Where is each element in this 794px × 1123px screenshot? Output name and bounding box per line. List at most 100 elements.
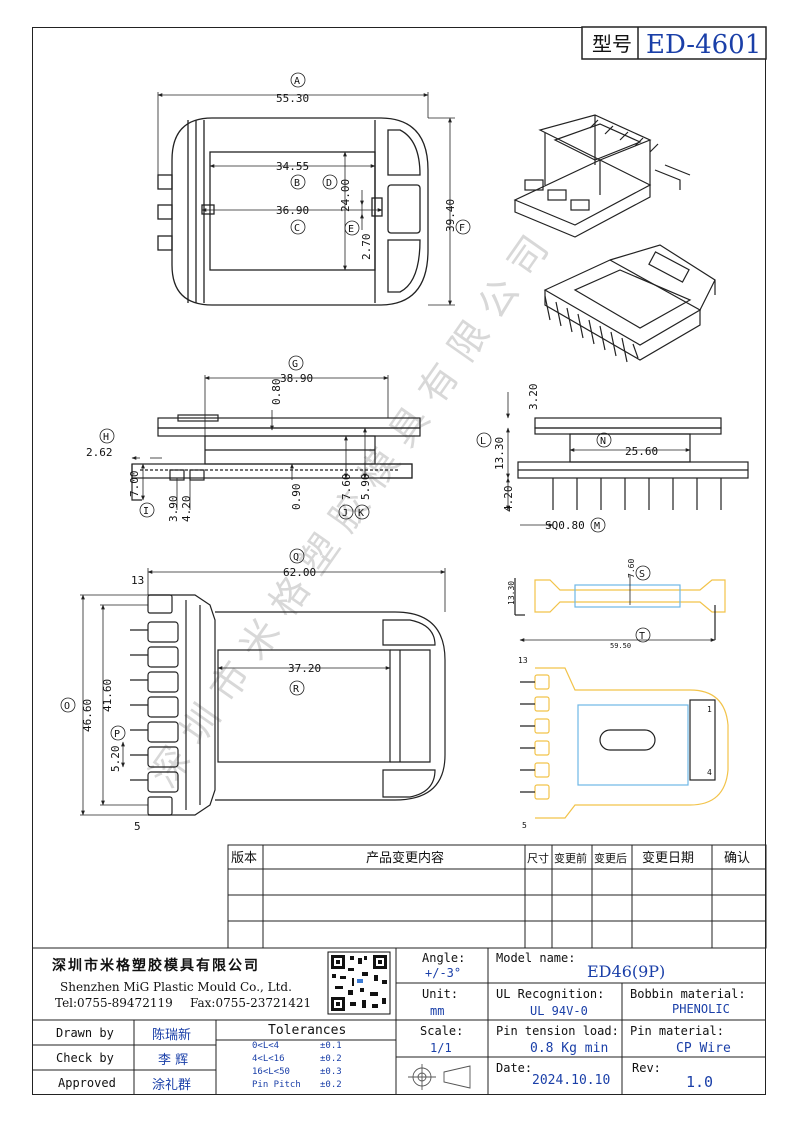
dim-j-letter: J [342, 508, 348, 519]
top-view-dims [157, 92, 455, 306]
model-number: ED-4601 [646, 30, 761, 60]
side-view-dims [506, 392, 691, 527]
front-view [131, 414, 421, 501]
dim-s-value: 7.60 [627, 559, 636, 578]
rev-header-content: 产品变更内容 [366, 850, 444, 866]
rev-value: 1.0 [686, 1073, 714, 1091]
dim-420b-value: 4.20 [502, 486, 515, 513]
dim-h-value: 2.62 [86, 446, 113, 459]
model-number-box: 型号 ED-4601 [581, 26, 767, 60]
dim-l-letter: L [480, 436, 486, 447]
front-view-dims [131, 375, 389, 510]
rev-header-before: 变更前 [554, 851, 587, 865]
dim-f-letter: F [459, 223, 465, 234]
iso-view-top [513, 114, 691, 238]
rev-header-date: 变更日期 [642, 850, 694, 866]
dim-sx-value: 13.30 [507, 581, 516, 605]
dim-d-letter: D [326, 178, 332, 189]
dim-l-value: 13.30 [493, 437, 506, 470]
tol-range-2: 4<L<16 [252, 1054, 285, 1064]
dim-m-value: SQ0.80 [545, 519, 585, 532]
rev-header-after: 变更后 [594, 851, 627, 865]
title-block-grid [32, 947, 766, 1095]
date-value: 2024.10.10 [532, 1073, 611, 1088]
tol-value-1: ±0.1 [320, 1041, 342, 1051]
dim-e-letter: E [348, 224, 354, 235]
dim-g2-value: 0.80 [270, 379, 283, 406]
dim-p-letter: P [114, 729, 120, 740]
dim-c-letter: C [294, 223, 300, 234]
approved-label: Approved [58, 1076, 116, 1090]
dim-i-letter: I [143, 506, 149, 517]
qr-code [327, 951, 391, 1015]
dim-m-letter: M [594, 521, 600, 532]
dim-c-value: 36.90 [276, 204, 309, 217]
angle-label: Angle: [422, 951, 466, 965]
rev-header-size: 尺寸 [527, 851, 549, 865]
company-name-cn: 深圳市米格塑胶模具有限公司 [52, 958, 260, 974]
company-tel: Tel:0755-89472119 [55, 996, 173, 1010]
unit-label: Unit: [422, 987, 459, 1001]
dim-a-value: 55.30 [276, 92, 309, 105]
rev-header-confirm: 确认 [724, 851, 750, 866]
dim-k-value: 5.90 [359, 474, 372, 501]
dim-o-letter: O [64, 701, 70, 712]
dim-320-value: 3.20 [527, 384, 540, 411]
dim-a-letter: A [294, 76, 300, 87]
drawing-frame [32, 27, 766, 1095]
dim-j-value: 7.60 [340, 474, 353, 501]
pin-label-4-small: 4 [707, 768, 712, 777]
scale-label: Scale: [420, 1024, 464, 1038]
check-by-name: 李 辉 [158, 1053, 189, 1068]
pin-material-label: Pin material: [630, 1024, 724, 1038]
model-name-label: Model name: [496, 951, 576, 965]
dim-q-letter: Q [293, 552, 299, 563]
dim-g-letter: G [292, 359, 298, 370]
dim-520-value: 5.20 [109, 746, 122, 773]
revision-table-grid [227, 844, 767, 949]
side-view [517, 417, 749, 510]
check-by-label: Check by [56, 1051, 114, 1065]
date-label: Date: [496, 1061, 533, 1075]
dim-n-letter: N [600, 436, 606, 447]
company-name-en: Shenzhen MiG Plastic Mould Co., Ltd. [60, 980, 292, 994]
dim-h-letter: H [103, 432, 109, 443]
pin-tension-value: 0.8 Kg min [530, 1041, 609, 1056]
drawn-by-name: 陈瑞新 [152, 1028, 192, 1043]
bobbin-value: PHENOLIC [672, 1002, 730, 1016]
model-label: 型号 [592, 32, 632, 56]
unit-value: mm [430, 1004, 445, 1018]
pin-label-13: 13 [131, 574, 144, 587]
dim-t-letter: T [639, 631, 645, 642]
pin-label-13-small: 13 [518, 656, 528, 665]
projection-symbol-icon [408, 1064, 471, 1090]
tol-range-4: Pin Pitch [252, 1080, 301, 1090]
dim-n-value: 25.60 [625, 445, 658, 458]
dim-f-value: 39.40 [444, 199, 457, 232]
drawn-by-label: Drawn by [56, 1026, 114, 1040]
rev-label: Rev: [632, 1061, 661, 1075]
tol-range-1: 0<L<4 [252, 1041, 280, 1051]
dim-q-value: 62.00 [283, 566, 316, 579]
ul-value: UL 94V-0 [530, 1004, 588, 1018]
dim-d-value: 24.00 [339, 179, 352, 212]
pin-label-5-small: 5 [522, 821, 527, 830]
dim-090-value: 0.90 [290, 484, 303, 511]
dim-s-letter: S [639, 569, 645, 580]
tol-value-4: ±0.2 [320, 1080, 342, 1090]
dim-k-letter: K [358, 508, 364, 519]
dim-b-letter: B [294, 178, 300, 189]
dim-o-value: 46.60 [81, 699, 94, 732]
rev-header-version: 版本 [231, 851, 257, 866]
bottom-view [130, 594, 446, 816]
iso-view-bottom [543, 244, 716, 363]
angle-value: +/-3° [425, 966, 462, 980]
dim-i-value: 7.00 [128, 471, 141, 498]
dim-p-value: 41.60 [101, 679, 114, 712]
colored-side-view [514, 575, 726, 642]
tol-range-3: 16<L<50 [252, 1067, 290, 1077]
scale-value: 1/1 [430, 1041, 452, 1055]
company-fax: Fax:0755-23721421 [190, 996, 312, 1010]
tolerances-title: Tolerances [268, 1023, 347, 1038]
